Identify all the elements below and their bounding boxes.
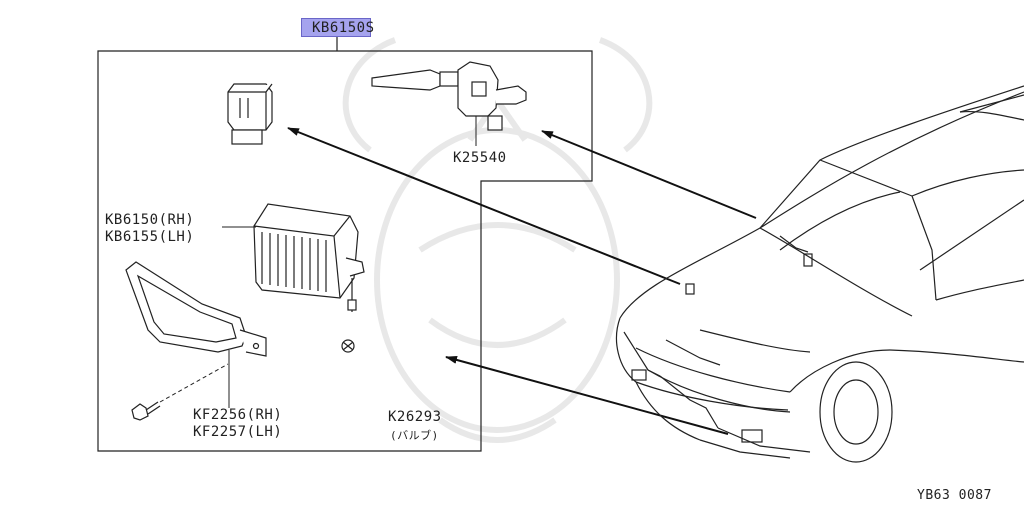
bezel-lh-code[interactable]: KF2257(LH) bbox=[193, 424, 283, 440]
bulb-note: (バルブ) bbox=[390, 429, 439, 442]
fog-lamp-rh-code[interactable]: KB6150(RH) bbox=[105, 212, 195, 228]
screw-dashed-line bbox=[159, 363, 229, 403]
switch-part-code[interactable]: K25540 bbox=[453, 150, 507, 166]
bulb-part-code[interactable]: K26293 bbox=[388, 409, 442, 425]
callout-frame bbox=[97, 37, 593, 452]
arrow-to-fog-lamp bbox=[445, 356, 729, 435]
main-part-code[interactable]: KB6150S bbox=[312, 20, 375, 36]
combination-switch-icon bbox=[371, 61, 527, 131]
vehicle-icon bbox=[615, 85, 1024, 463]
arrow-to-relay bbox=[287, 127, 681, 285]
fog-lamp-lh-code[interactable]: KB6155(LH) bbox=[105, 229, 195, 245]
fog-lamp-icon bbox=[253, 203, 365, 312]
screw-icon bbox=[131, 401, 161, 421]
bezel-icon bbox=[125, 261, 267, 357]
bezel-rh-code[interactable]: KF2256(RH) bbox=[193, 407, 283, 423]
figure-id: YB63 0087 bbox=[917, 488, 992, 503]
main-part-highlight bbox=[301, 18, 371, 37]
relay-icon bbox=[227, 83, 273, 145]
bulb-icon bbox=[341, 339, 355, 353]
watermark-emblem bbox=[342, 37, 653, 443]
arrow-to-switch bbox=[541, 130, 757, 219]
